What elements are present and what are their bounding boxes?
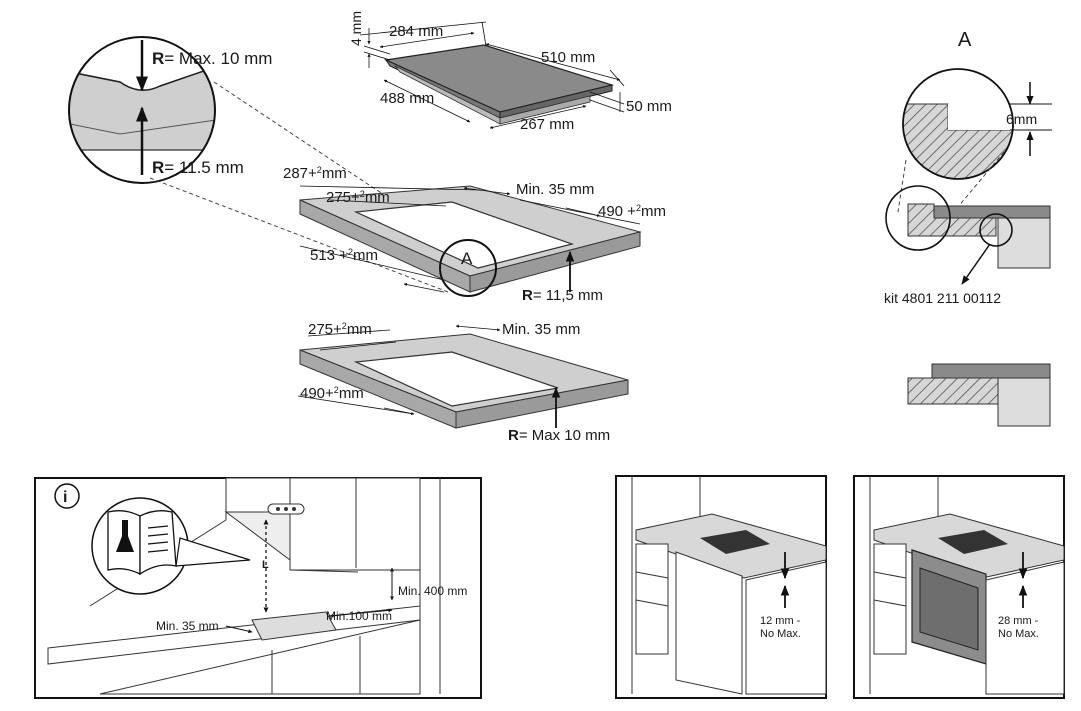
cutout-b-depth-unit: mm — [347, 321, 372, 338]
hood-min-front-label: Min. 35 mm — [156, 619, 219, 633]
cutout-b-width-label: 490+2mm — [300, 385, 364, 402]
tol-upper-5: 2 — [342, 321, 347, 331]
tol-upper-6: 2 — [334, 385, 339, 395]
cutout-a-radius-value: = 11,5 mm — [533, 287, 603, 304]
cutout-a-inner-depth-label: 275+2mm — [326, 189, 390, 206]
cutout-b-width-unit: mm — [339, 385, 364, 402]
cutout-a-radius-prefix: R — [522, 287, 533, 304]
cutout-a-inner-width-value: 490 + — [598, 203, 636, 220]
cutout-a-min-back-label: Min. 35 mm — [516, 181, 594, 198]
cutout-b-min-back-label: Min. 35 mm — [502, 321, 580, 338]
install-panel-oven: 28 mm - No Max. — [853, 475, 1065, 699]
detail-a-letter: A — [958, 29, 972, 51]
tol-upper-3: 2 — [636, 203, 641, 213]
manual-book-icon — [107, 510, 177, 576]
cutout-a-detail-letter: A — [461, 249, 473, 268]
tol-upper: 2 — [317, 165, 322, 175]
hob-width-bottom-label: 488 mm — [380, 90, 434, 107]
cutout-a-depth-label: 287+2mm — [283, 165, 347, 182]
radius-prefix: R — [152, 49, 164, 68]
cutout-b-radius-label: R= Max 10 mm — [508, 427, 610, 444]
install-panel-dishwasher: 12 mm - No Max. — [615, 475, 827, 699]
hob-height-label: 50 mm — [626, 98, 672, 115]
radius-zoom: R= Max. 10 mm R= 11.5 mm — [68, 36, 449, 293]
cutout-b-depth-label: 275+2mm — [308, 321, 372, 338]
cutout-a-drawing: A 287+2mm 275+2mm Min. 35 mm 490 +2mm 51… — [283, 165, 666, 304]
cutout-a-depth-unit: mm — [322, 165, 347, 182]
radius-top-value: = Max. 10 mm — [164, 49, 272, 68]
hood-min-side-label: Min.100 mm — [326, 609, 392, 623]
panel2-line1: 28 mm - — [998, 615, 1039, 627]
detail-a-drawing: A 6mm kit 4801 211 00112 — [884, 29, 1052, 427]
hood-min-wall-label: Min. 400 mm — [398, 584, 467, 598]
cutout-a-inner-value: 275+ — [326, 189, 360, 206]
detail-a-kit-label: kit 4801 211 00112 — [884, 290, 1001, 306]
cutout-a-outer-width-label: 513 +2mm — [310, 247, 378, 264]
radius-zoom-top-label: R= Max. 10 mm — [152, 49, 272, 68]
hob-width-top-label: 510 mm — [541, 49, 595, 66]
radius-zoom-bottom-label: R= 11.5 mm — [152, 158, 244, 177]
detail-a-gap-label: 6mm — [1006, 111, 1037, 127]
cutout-a-depth-value: 287+ — [283, 165, 317, 182]
cutout-b-depth-value: 275+ — [308, 321, 342, 338]
info-icon-letter: i — [63, 489, 67, 506]
tol-upper-2: 2 — [360, 189, 365, 199]
cutout-a-outer-unit: mm — [353, 247, 378, 264]
hob-thickness-label: 4 mm — [348, 11, 364, 46]
radius-prefix-2: R — [152, 158, 164, 177]
hood-panel: L Min. 400 mm Min.100 mm Min. 35 mm i — [34, 477, 482, 699]
cutout-b-radius-prefix: R — [508, 427, 519, 444]
cutout-a-radius-label: R= 11,5 mm — [522, 287, 603, 304]
hob-depth-top-label: 284 mm — [389, 23, 443, 40]
cutout-a-inner-width-label: 490 +2mm — [598, 203, 666, 220]
panel1-line1: 12 mm - — [760, 615, 801, 627]
cutout-a-inner-unit: mm — [365, 189, 390, 206]
tol-upper-4: 2 — [348, 247, 353, 257]
cutout-b-radius-value: = Max 10 mm — [519, 427, 610, 444]
panel2-line2: No Max. — [998, 628, 1039, 640]
cutout-a-outer-value: 513 + — [310, 247, 348, 264]
cutout-a-inner-width-unit: mm — [641, 203, 666, 220]
hob-drawing: 4 mm 284 mm 510 mm 488 mm 50 mm 267 mm — [348, 11, 672, 133]
hob-depth-bottom-label: 267 mm — [520, 116, 574, 133]
hood-distance-letter: L — [262, 559, 269, 571]
panel1-line2: No Max. — [760, 628, 801, 640]
radius-bottom-value: = 11.5 mm — [164, 158, 244, 177]
info-icon — [54, 483, 80, 509]
cutout-b-drawing: 275+2mm Min. 35 mm 490+2mm R= Max 10 mm — [297, 321, 629, 444]
cutout-b-width-value: 490+ — [300, 385, 334, 402]
